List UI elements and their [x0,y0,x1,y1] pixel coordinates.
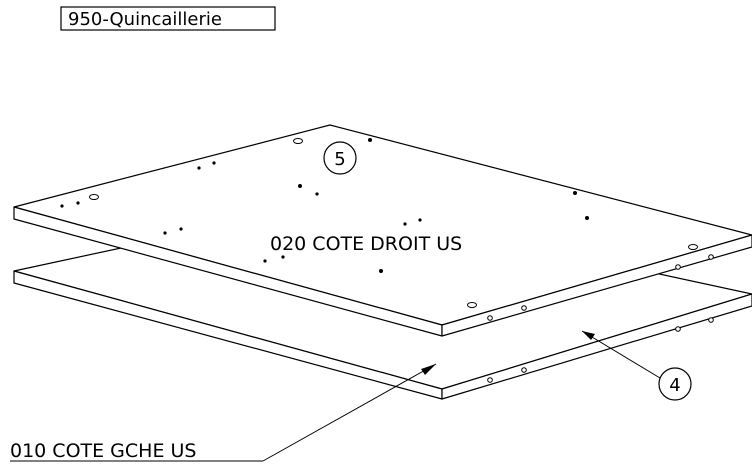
edge-hole [487,377,493,383]
face-hole [573,191,577,195]
face-hole [467,302,477,308]
edge-hole [521,305,527,311]
bottom-panel-label: 010 COTE GCHE US [10,440,196,462]
face-hole [379,269,383,273]
face-hole [368,138,372,142]
leader-4 [581,330,661,379]
face-hole [293,138,303,144]
face-hole [263,259,267,263]
face-hole [60,204,64,208]
top-panel: 020 COTE DROIT US [13,124,752,337]
face-hole [163,231,167,235]
face-hole [212,161,216,165]
balloon-5-text: 5 [334,149,345,170]
face-hole [179,227,183,231]
leader-bottom-label [10,363,437,462]
face-hole [403,222,407,226]
edge-hole [675,326,681,332]
face-hole [281,255,285,259]
edge-hole [708,317,714,323]
balloon-5: 5 [323,141,357,175]
balloon-4: 4 [658,367,692,401]
edge-hole [675,264,681,270]
edge-hole [521,367,527,373]
header-tag: 950-Quincaillerie [60,6,276,31]
edge-hole [708,254,714,260]
top-panel-side-edge [441,234,752,337]
face-hole [197,166,201,170]
face-hole [89,194,99,200]
top-panel-label: 020 COTE DROIT US [270,233,462,255]
face-hole [418,218,422,222]
face-hole [315,192,319,196]
header-tag-text: 950-Quincaillerie [68,9,222,30]
edge-hole [487,315,493,321]
balloon-4-text: 4 [669,375,680,396]
face-hole [76,201,80,205]
face-hole [688,244,698,250]
face-hole [298,184,302,188]
face-hole [585,216,589,220]
bottom-panel-side-edge [441,293,752,400]
